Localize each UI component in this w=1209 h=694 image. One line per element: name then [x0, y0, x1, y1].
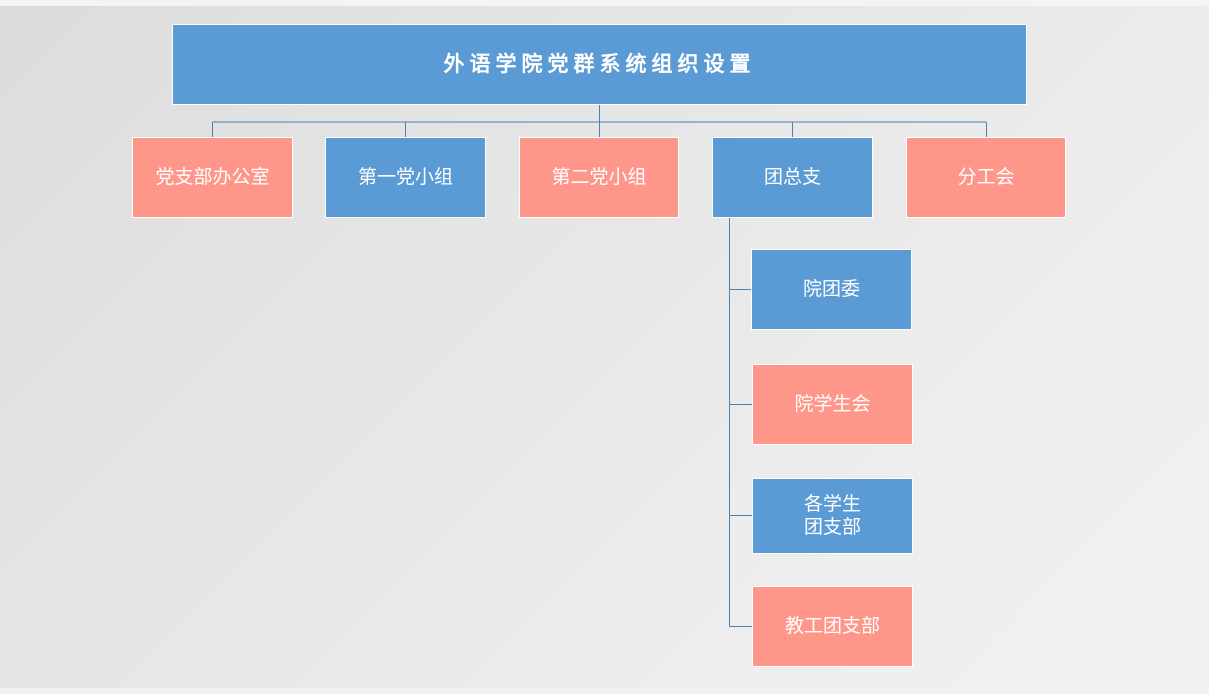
- node-tuanzongzhi: 团总支: [712, 137, 873, 218]
- node-gexuesheng-tuanzhibu: 各学生 团支部: [752, 478, 913, 554]
- node-gexuesheng-line2: 团支部: [803, 516, 861, 538]
- node-diyi-dangxiaozu: 第一党小组: [325, 137, 486, 218]
- top-strip: [0, 0, 1209, 6]
- node-yuanxueshenghui: 院学生会: [752, 364, 913, 445]
- node-gexuesheng-line1: 各学生: [803, 493, 861, 515]
- node-fengonghui: 分工会: [906, 137, 1066, 218]
- root-node-title: 外语学院党群系统组织设置: [172, 24, 1027, 105]
- node-jiaogong-tuanzhibu: 教工团支部: [752, 586, 913, 667]
- node-yuantuanwei: 院团委: [751, 249, 912, 330]
- node-dangzhibu-bangongshi: 党支部办公室: [132, 137, 293, 218]
- bottom-strip: [0, 688, 1209, 694]
- node-dier-dangxiaozu: 第二党小组: [519, 137, 679, 218]
